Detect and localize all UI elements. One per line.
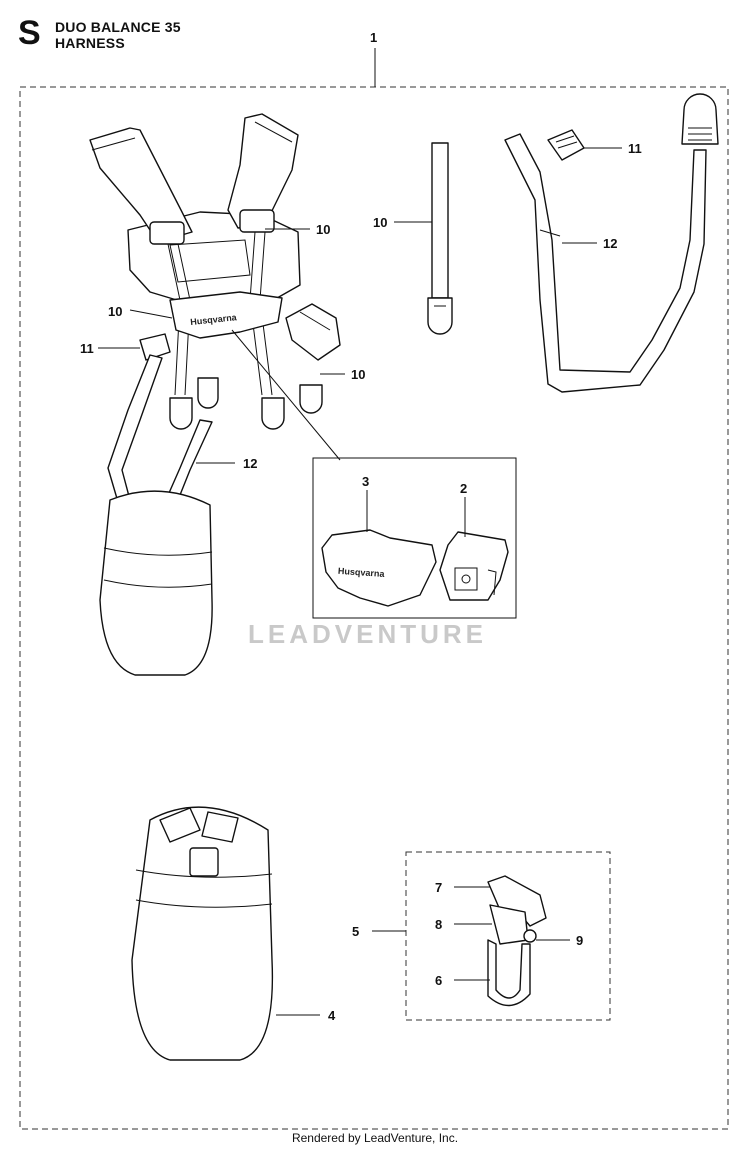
callout-3[interactable]: 3 [362, 474, 369, 489]
harness-logo: Husqvarna [190, 312, 238, 327]
section-name: HARNESS [55, 35, 125, 51]
detail-logo: Husqvarna [338, 566, 386, 579]
callout-1[interactable]: 1 [370, 30, 377, 45]
hip-buckle-left [139, 333, 171, 361]
storage-bag-body [131, 806, 274, 1061]
assembly-frame [19, 86, 729, 1130]
hook-assembly [487, 875, 547, 1007]
callout-2[interactable]: 2 [460, 481, 467, 496]
left-shoulder-strap [89, 127, 193, 243]
storage-bag [131, 806, 274, 1061]
sheet-letter: S [18, 14, 41, 52]
chest-pad-detail: Husqvarna [321, 529, 509, 607]
strap-end-cap [681, 93, 719, 145]
chest-pad-part-3 [321, 529, 437, 607]
chest-detail-box [312, 457, 517, 619]
buckle-right-top [239, 209, 275, 233]
hook-clip-6 [487, 939, 531, 1007]
watermark: LEADVENTURE [248, 619, 487, 649]
hip-belt-right [285, 303, 341, 361]
buckle-left-top [149, 221, 185, 245]
footer-credit: Rendered by LeadVenture, Inc. [291, 1131, 459, 1145]
diagram-title: DUO BALANCE 35 HARNESS [55, 19, 181, 51]
callout-4[interactable]: 4 [328, 1008, 336, 1023]
callout-11-top[interactable]: 11 [628, 141, 642, 156]
callout-8[interactable]: 8 [435, 917, 442, 932]
callout-10-belt[interactable]: 10 [351, 367, 365, 382]
callout-7[interactable]: 7 [435, 880, 442, 895]
chest-pad-part-2 [439, 531, 509, 601]
callout-10-top[interactable]: 10 [316, 222, 330, 237]
hook-plate-8 [489, 904, 529, 945]
callout-10-strap[interactable]: 10 [373, 215, 387, 230]
harness-storage-bag [99, 490, 213, 676]
hook-strap [504, 133, 707, 393]
long-strap [107, 354, 163, 503]
chest-pad [169, 291, 283, 339]
leader-10-mid [129, 309, 173, 319]
leader-chest-detail [231, 329, 341, 461]
hook-detail-box [405, 851, 611, 1021]
hook-bolt-9 [523, 929, 537, 943]
callout-12-left[interactable]: 12 [243, 456, 257, 471]
callout-6[interactable]: 6 [435, 973, 442, 988]
callout-11-left[interactable]: 11 [80, 341, 94, 356]
harness-assembly: Husqvarna [89, 113, 341, 676]
callout-12-right[interactable]: 12 [603, 236, 617, 251]
model-name: DUO BALANCE 35 [55, 19, 181, 35]
hook-strap-assembly [504, 93, 719, 393]
callout-5[interactable]: 5 [352, 924, 359, 939]
adjustment-strap [427, 142, 453, 335]
callout-9[interactable]: 9 [576, 933, 583, 948]
strap-loops [169, 377, 323, 430]
callout-10-mid[interactable]: 10 [108, 304, 122, 319]
